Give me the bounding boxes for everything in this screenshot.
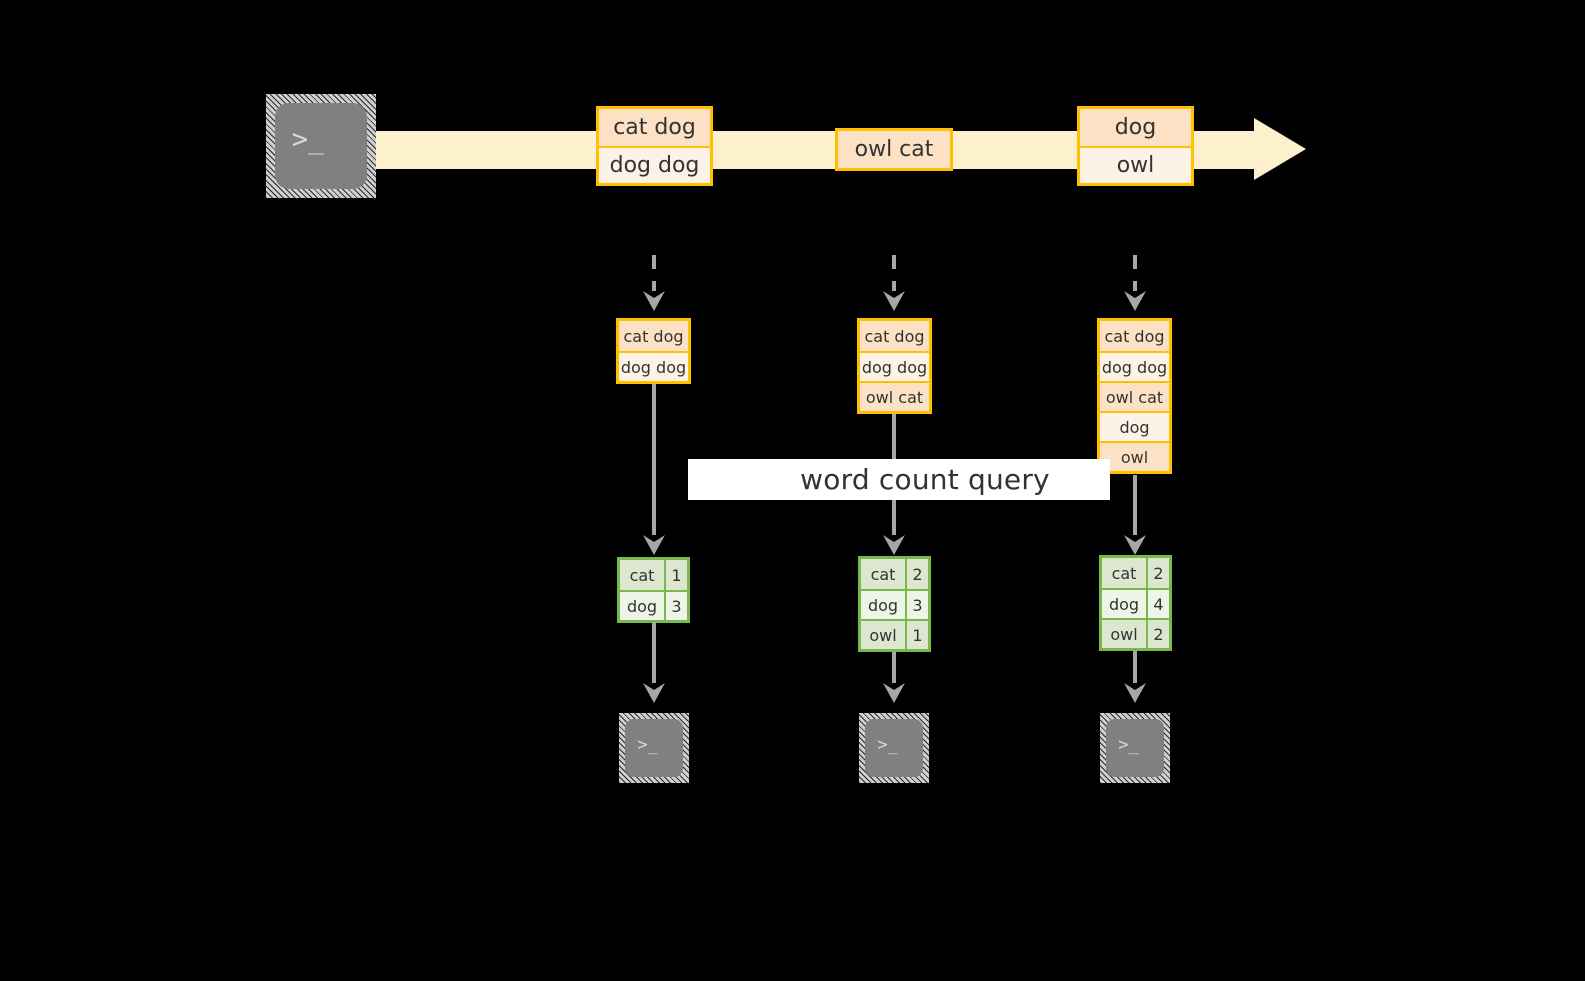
stream-to-input-connector — [892, 255, 896, 291]
stream-to-input-arrowhead — [883, 291, 905, 311]
input-record: dog dog — [1100, 351, 1169, 381]
query-label-banner: word count query — [688, 459, 1110, 500]
result-row: owl 2 — [1102, 618, 1169, 648]
result-table-1: cat 1 dog 3 — [617, 557, 690, 623]
stream-to-input-connector — [1133, 255, 1137, 291]
result-row: cat 2 — [1102, 558, 1169, 588]
input-record: dog dog — [860, 351, 929, 381]
stream-to-input-arrowhead — [1124, 291, 1146, 311]
result-row: cat 2 — [861, 559, 928, 589]
input-table-1: cat dog dog dog — [616, 318, 691, 384]
result-row: dog 4 — [1102, 588, 1169, 618]
sink-arrowhead-3 — [1124, 683, 1146, 703]
result-row: dog 3 — [861, 589, 928, 619]
result-count: 4 — [1153, 594, 1164, 614]
stream-record: cat dog — [599, 109, 710, 146]
stream-record: dog dog — [599, 146, 710, 183]
stream-arrow-right-icon — [1254, 118, 1306, 180]
query-label-text: word count query — [800, 463, 1050, 496]
result-table-3: cat 2 dog 4 owl 2 — [1099, 555, 1172, 651]
terminal-screen — [625, 719, 683, 777]
result-word: owl — [861, 621, 907, 649]
sink-connector-1 — [652, 622, 656, 688]
terminal-prompt-glyph: >_ — [1118, 734, 1139, 755]
result-count: 2 — [1153, 563, 1164, 583]
result-row: cat 1 — [620, 560, 687, 590]
stream-record: owl cat — [838, 131, 950, 168]
result-row: dog 3 — [620, 590, 687, 620]
sink-terminal-icon-3: >_ — [1100, 713, 1170, 783]
result-count: 3 — [912, 595, 923, 615]
source-terminal-icon: >_ — [266, 94, 376, 198]
result-count: 2 — [1153, 624, 1164, 644]
result-word: cat — [620, 560, 666, 590]
result-count: 3 — [671, 596, 682, 616]
stream-batch-2: owl cat — [835, 128, 953, 171]
sink-arrowhead-1 — [643, 683, 665, 703]
input-record: dog dog — [619, 351, 688, 381]
stream-record: owl — [1080, 146, 1191, 183]
query-connector-1 — [652, 384, 656, 541]
sink-terminal-icon-1: >_ — [619, 713, 689, 783]
result-count: 1 — [671, 565, 682, 585]
input-record: owl — [1100, 441, 1169, 471]
stream-to-input-arrowhead — [643, 291, 665, 311]
result-row: owl 1 — [861, 619, 928, 649]
terminal-screen — [865, 719, 923, 777]
stream-batch-1: cat dog dog dog — [596, 106, 713, 186]
query-arrowhead-3 — [1124, 535, 1146, 555]
sink-terminal-icon-2: >_ — [859, 713, 929, 783]
input-record: cat dog — [1100, 321, 1169, 351]
terminal-screen — [275, 103, 367, 189]
stream-batch-3: dog owl — [1077, 106, 1194, 186]
terminal-screen — [1106, 719, 1164, 777]
result-table-2: cat 2 dog 3 owl 1 — [858, 556, 931, 652]
result-count: 2 — [912, 564, 923, 584]
input-record: owl cat — [1100, 381, 1169, 411]
result-count: 1 — [912, 625, 923, 645]
input-record: cat dog — [860, 321, 929, 351]
query-arrowhead-1 — [643, 535, 665, 555]
sink-arrowhead-2 — [883, 683, 905, 703]
input-record: owl cat — [860, 381, 929, 411]
result-word: dog — [861, 591, 907, 619]
stream-record: dog — [1080, 109, 1191, 146]
result-word: cat — [861, 559, 907, 589]
sink-connector-3 — [1133, 651, 1137, 688]
result-word: owl — [1102, 620, 1148, 648]
terminal-prompt-glyph: >_ — [877, 734, 898, 755]
input-table-3: cat dog dog dog owl cat dog owl — [1097, 318, 1172, 474]
result-word: cat — [1102, 558, 1148, 588]
stream-to-input-connector — [652, 255, 656, 291]
sink-connector-2 — [892, 652, 896, 688]
result-word: dog — [1102, 590, 1148, 618]
input-record: cat dog — [619, 321, 688, 351]
result-word: dog — [620, 592, 666, 620]
terminal-prompt-glyph: >_ — [637, 734, 658, 755]
input-table-2: cat dog dog dog owl cat — [857, 318, 932, 414]
terminal-prompt-glyph: >_ — [291, 123, 325, 155]
query-connector-3 — [1133, 475, 1137, 541]
query-arrowhead-2 — [883, 535, 905, 555]
input-record: dog — [1100, 411, 1169, 441]
